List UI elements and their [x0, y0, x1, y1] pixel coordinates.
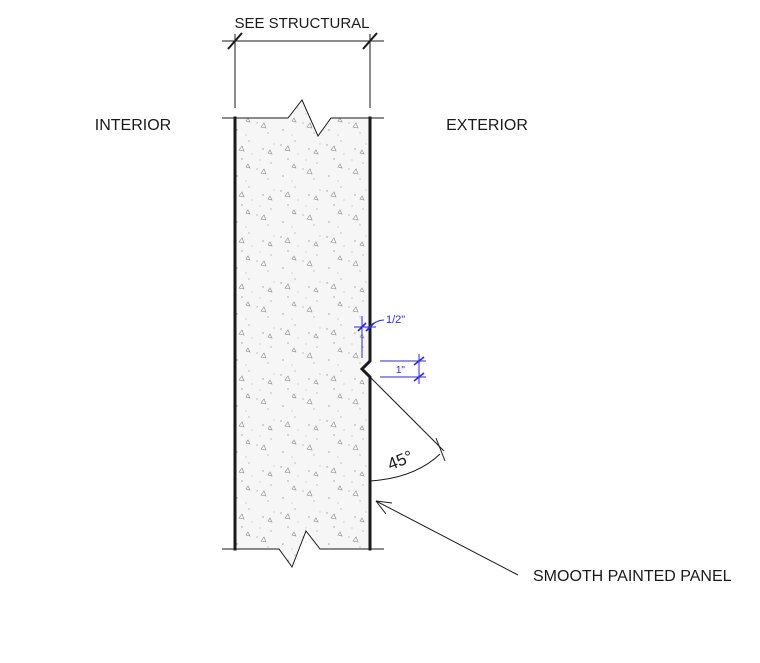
break-lines: [222, 99, 384, 569]
wall-faces: [233, 116, 372, 551]
see-structural-label: SEE STRUCTURAL: [234, 15, 369, 32]
concrete-wall-fill: [235, 100, 370, 567]
smooth-painted-panel-label: SMOOTH PAINTED PANEL: [533, 568, 732, 585]
angle-dimension: [369, 376, 446, 482]
overall-dimension: [222, 32, 384, 108]
exterior-label: EXTERIOR: [446, 117, 528, 134]
groove-height-label: 1": [396, 365, 406, 376]
angle-label: 45°: [385, 447, 416, 474]
groove-height-dimension: [380, 354, 426, 384]
callout-leader: [375, 500, 519, 576]
interior-label: INTERIOR: [95, 117, 171, 134]
groove-depth-label: 1/2": [386, 314, 405, 326]
groove-depth-dimension: [354, 316, 385, 358]
